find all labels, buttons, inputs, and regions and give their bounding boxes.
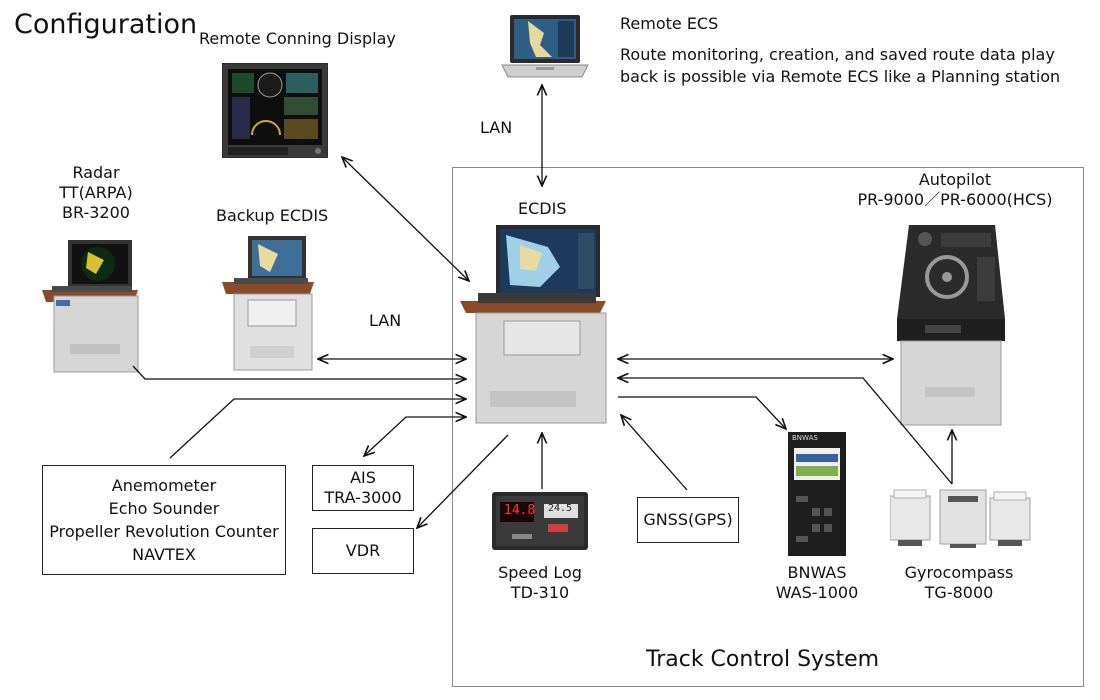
bnwas-label-line1: BNWAS: [787, 563, 847, 582]
gnss-label: GNSS(GPS): [643, 510, 733, 530]
lan-label-middle: LAN: [369, 311, 402, 330]
sensor-echo-sounder: Echo Sounder: [108, 498, 220, 518]
backup-ecdis-console-image: [222, 236, 316, 376]
ecdis-console-image: [460, 225, 610, 429]
ais-label-line2: TRA-3000: [324, 488, 402, 507]
link-gnss-ecdis: [621, 415, 688, 491]
page-title: Configuration: [14, 9, 198, 40]
link-ais-ecdis: [364, 417, 466, 456]
gyrocompass-label-line2: TG-8000: [924, 583, 994, 602]
radar-console-image: [42, 240, 142, 378]
gyrocompass-label: Gyrocompass TG-8000: [894, 563, 1024, 603]
ais-label-line1: AIS: [350, 468, 376, 487]
autopilot-label: Autopilot PR-9000／PR-6000(HCS): [844, 170, 1066, 210]
link-conning-ecdis: [342, 157, 469, 281]
radar-label-line2: TT(ARPA): [59, 183, 133, 202]
speed-log-image: 14.8 24.5: [492, 492, 588, 556]
remote-ecs-description-line2: back is possible via Remote ECS like a P…: [620, 67, 1061, 86]
radar-label-line1: Radar: [72, 163, 120, 182]
remote-ecs-description-line1: Route monitoring, creation, and saved ro…: [620, 45, 1055, 64]
bnwas-panel-image: BNWAS: [788, 432, 846, 560]
remote-ecs-label: Remote ECS: [620, 14, 719, 33]
radar-label-line3: BR-3200: [62, 203, 130, 222]
sensors-box: Anemometer Echo Sounder Propeller Revolu…: [42, 465, 286, 575]
gyrocompass-label-line1: Gyrocompass: [904, 563, 1014, 582]
speed-log-display-left: 14.8: [504, 503, 536, 518]
ecdis-label: ECDIS: [518, 199, 567, 218]
lan-label-top: LAN: [480, 118, 513, 137]
autopilot-label-line2: PR-9000／PR-6000(HCS): [857, 190, 1053, 209]
bnwas-panel-title: BNWAS: [792, 434, 818, 442]
ais-box: AIS TRA-3000: [312, 465, 414, 511]
speed-log-label: Speed Log TD-310: [484, 563, 596, 603]
link-gyro-ecdis: [618, 378, 953, 485]
gnss-box: GNSS(GPS): [637, 497, 739, 543]
link-ecdis-bnwas: [618, 396, 786, 429]
backup-ecdis-label: Backup ECDIS: [216, 206, 329, 225]
radar-label: Radar TT(ARPA) BR-3200: [40, 163, 152, 223]
link-ecdis-vdr: [417, 434, 509, 528]
vdr-box: VDR: [312, 528, 414, 574]
sensor-anemometer: Anemometer: [111, 475, 217, 495]
sensor-navtex: NAVTEX: [132, 545, 196, 565]
autopilot-label-line1: Autopilot: [918, 170, 992, 189]
vdr-label: VDR: [345, 541, 381, 561]
speed-log-display-right: 24.5: [548, 503, 573, 514]
remote-ecs-laptop-image: [500, 15, 590, 83]
speed-log-label-line1: Speed Log: [498, 563, 582, 582]
speed-log-label-line2: TD-310: [510, 583, 570, 602]
remote-conning-label: Remote Conning Display: [199, 29, 396, 48]
bnwas-label-line2: WAS-1000: [775, 583, 859, 602]
autopilot-console-image: [895, 225, 1007, 431]
sensor-propeller-revolution-counter: Propeller Revolution Counter: [49, 522, 279, 541]
gyrocompass-image: [889, 486, 1032, 554]
link-radar-ecdis: [132, 365, 466, 379]
link-sensors-ecdis: [169, 399, 466, 459]
track-control-system-label: Track Control System: [646, 647, 880, 672]
bnwas-label: BNWAS WAS-1000: [761, 563, 873, 603]
